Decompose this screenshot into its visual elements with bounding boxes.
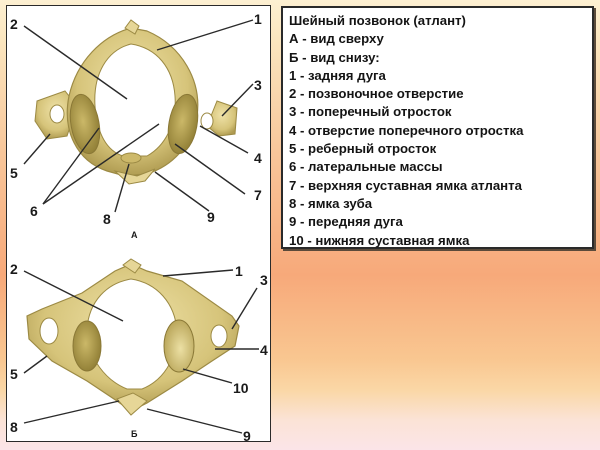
caption-a: А [131, 230, 138, 240]
label-a-6: 6 [30, 203, 38, 219]
caption-b: Б [131, 429, 138, 439]
label-b-5: 5 [10, 366, 18, 382]
legend-item-5: 5 - реберный отросток [289, 141, 437, 157]
illustration-panel: 2 1 3 4 5 6 7 8 9 А [6, 5, 271, 443]
atlas-illustration: 2 1 3 4 5 6 7 8 9 А [10, 11, 268, 443]
label-b-9: 9 [243, 428, 251, 443]
label-a-1: 1 [254, 11, 262, 27]
label-b-8: 8 [10, 419, 18, 435]
label-a-4: 4 [254, 150, 262, 166]
atlas-top-view: 2 1 3 4 5 6 7 8 9 А [10, 11, 262, 240]
label-a-5: 5 [10, 165, 18, 181]
legend-item-3: 3 - поперечный отросток [289, 104, 452, 120]
label-b-3: 3 [260, 272, 268, 288]
label-b-1: 1 [235, 263, 243, 279]
label-a-8: 8 [103, 211, 111, 227]
legend-item-8: 8 - ямка зуба [289, 195, 373, 211]
legend-item-6: 6 - латеральные массы [289, 159, 443, 175]
label-b-4: 4 [260, 342, 268, 358]
legend-item-9: 9 - передняя дуга [289, 214, 403, 230]
atlas-bottom-view: 2 1 3 4 5 10 8 9 Б [10, 258, 268, 443]
legend-item-4: 4 - отверстие поперечного отростка [289, 122, 524, 138]
label-a-3: 3 [254, 77, 262, 93]
label-a-9: 9 [207, 209, 215, 225]
legend-view-a: А - вид сверху [289, 31, 384, 47]
legend-box: Шейный позвонок (атлант) А - вид сверху … [281, 6, 594, 249]
label-a-2: 2 [10, 16, 18, 32]
label-a-7: 7 [254, 187, 262, 203]
legend-title: Шейный позвонок (атлант) [289, 13, 466, 28]
legend-item-7: 7 - верхняя суставная ямка атланта [289, 177, 522, 193]
label-b-10: 10 [233, 380, 249, 396]
label-b-2: 2 [10, 261, 18, 277]
legend-item-2: 2 - позвоночное отверстие [289, 86, 464, 102]
legend-item-10: 10 - нижняя суставная ямка [289, 232, 470, 248]
legend-view-b: Б - вид снизу: [289, 49, 380, 65]
legend-item-1: 1 - задняя дуга [289, 67, 386, 83]
